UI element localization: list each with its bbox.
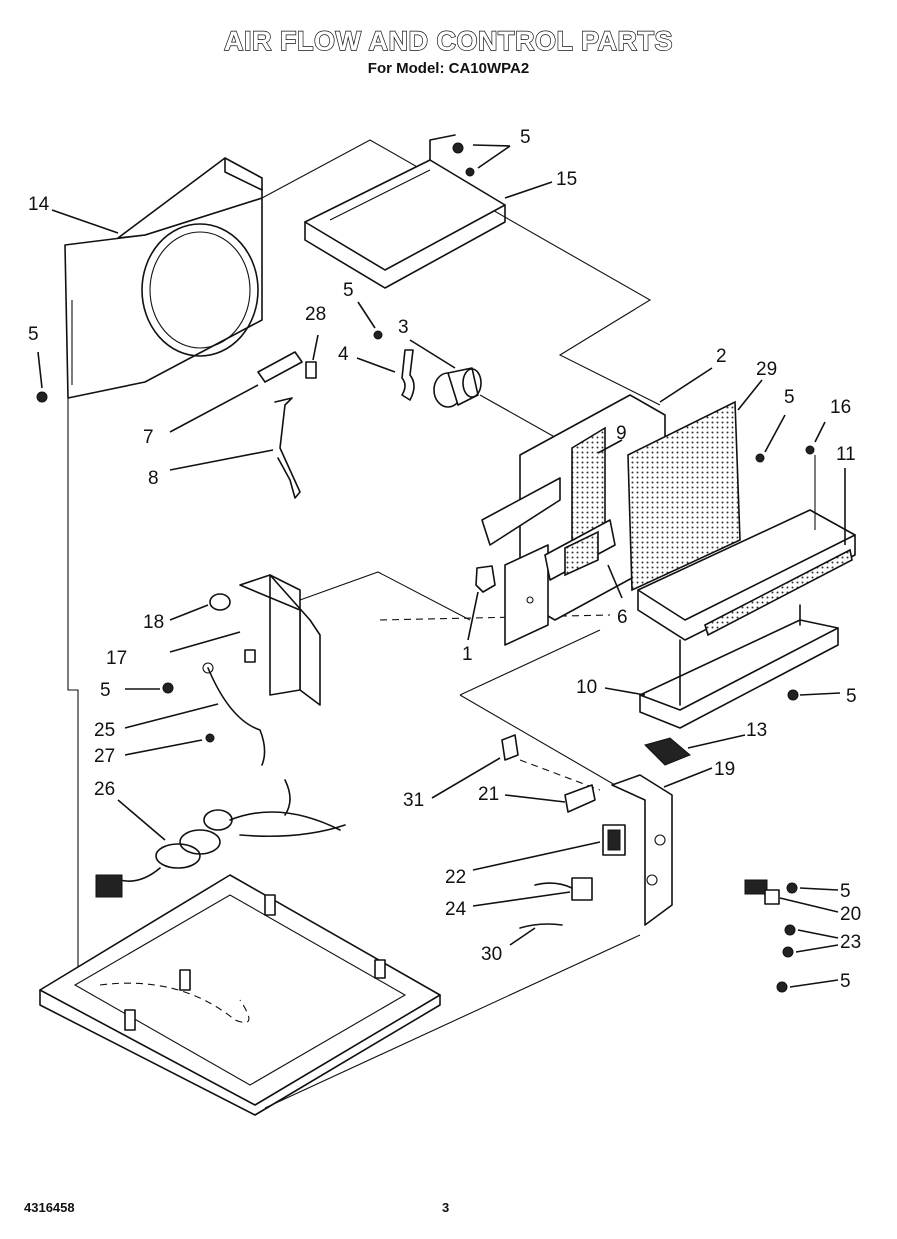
part-15-air-deflector-tray bbox=[304, 134, 506, 289]
part-14-fan-shroud bbox=[64, 157, 263, 399]
callout-29: 29 bbox=[756, 359, 777, 380]
callout-25: 25 bbox=[94, 720, 115, 741]
callout-30: 30 bbox=[481, 944, 502, 965]
part-21-actuator bbox=[564, 784, 596, 813]
part-1-clip bbox=[475, 565, 496, 593]
model-subtitle: For Model: CA10WPA2 bbox=[367, 60, 530, 77]
screw-icon bbox=[782, 946, 794, 958]
part-8-damper-rod bbox=[274, 397, 301, 499]
part-4-capacitor-strap bbox=[401, 349, 415, 401]
callout-24: 24 bbox=[445, 899, 467, 920]
part-3-capacitor bbox=[433, 367, 561, 441]
callout-13: 13 bbox=[746, 720, 767, 741]
document-number: 4316458 bbox=[24, 1200, 75, 1215]
part-13-pad bbox=[644, 737, 691, 766]
screw-icon bbox=[452, 142, 464, 154]
callout-31: 31 bbox=[403, 790, 424, 811]
callout-3: 3 bbox=[398, 317, 409, 338]
callout-28: 28 bbox=[305, 304, 326, 325]
part-31-clip bbox=[501, 734, 519, 761]
part-20-knob bbox=[744, 879, 780, 905]
callout-5-ctrl1: 5 bbox=[840, 881, 851, 902]
callout-10: 10 bbox=[576, 677, 597, 698]
part-24-thermostat bbox=[534, 877, 593, 901]
callout-5-left: 5 bbox=[28, 324, 39, 345]
screw-fasteners bbox=[36, 142, 815, 993]
part-17-baffle bbox=[239, 574, 321, 706]
part-6-filter-bracket bbox=[544, 519, 616, 581]
part-11-base-pan bbox=[637, 455, 856, 641]
part-26-power-cord bbox=[95, 779, 346, 898]
screw-icon bbox=[784, 924, 796, 936]
screw-icon bbox=[36, 391, 48, 403]
part-29-filter bbox=[627, 400, 741, 592]
part-7-bracket bbox=[257, 351, 317, 383]
callout-23: 23 bbox=[840, 932, 861, 953]
callout-5-top: 5 bbox=[520, 127, 531, 148]
callout-11: 11 bbox=[836, 444, 856, 465]
screw-icon bbox=[162, 682, 174, 694]
part-19-control-bracket bbox=[611, 774, 673, 926]
callout-5-ctrl2: 5 bbox=[840, 971, 851, 992]
part-18-grommet bbox=[209, 593, 231, 611]
screw-icon bbox=[373, 330, 383, 340]
callout-27: 27 bbox=[94, 746, 115, 767]
screw-icon bbox=[755, 453, 765, 463]
callout-4: 4 bbox=[338, 344, 349, 365]
callout-5-wire: 5 bbox=[100, 680, 111, 701]
screw-icon bbox=[786, 882, 798, 894]
page-title: AIR FLOW AND CONTROL PARTS bbox=[223, 25, 673, 56]
callout-22: 22 bbox=[445, 867, 466, 888]
screw-icon bbox=[787, 689, 799, 701]
callout-1: 1 bbox=[462, 644, 473, 665]
callout-26: 26 bbox=[94, 779, 115, 800]
callout-21: 21 bbox=[478, 784, 499, 805]
callout-16: 16 bbox=[830, 397, 851, 418]
part-10-drain-channel bbox=[639, 604, 839, 729]
part-22-switch bbox=[602, 824, 626, 856]
callout-8: 8 bbox=[148, 468, 159, 489]
callout-2: 2 bbox=[716, 346, 727, 367]
screw-icon bbox=[805, 445, 815, 455]
callout-19: 19 bbox=[714, 759, 735, 780]
callout-20: 20 bbox=[840, 904, 861, 925]
callout-14: 14 bbox=[28, 194, 50, 215]
part-30-sensor-tube bbox=[519, 923, 563, 929]
callout-15: 15 bbox=[556, 169, 577, 190]
callout-18: 18 bbox=[143, 612, 164, 633]
assembly-guide-lines bbox=[67, 139, 661, 1109]
callout-6: 6 bbox=[617, 607, 628, 628]
callout-leaders bbox=[37, 144, 846, 988]
callout-labels: 14 5 15 5 28 3 4 5 2 29 5 16 11 9 7 8 6 … bbox=[28, 127, 861, 992]
part-25-wire-harness bbox=[202, 662, 266, 766]
callout-5-mid: 5 bbox=[784, 387, 795, 408]
screw-icon bbox=[776, 981, 788, 993]
screw-icon bbox=[205, 733, 215, 743]
callout-7: 7 bbox=[143, 427, 154, 448]
callout-5-bracket: 5 bbox=[343, 280, 354, 301]
base-pan bbox=[39, 874, 441, 1116]
screw-icon bbox=[465, 167, 475, 177]
page-number: 3 bbox=[442, 1200, 450, 1215]
callout-17: 17 bbox=[106, 648, 127, 669]
callout-9: 9 bbox=[616, 423, 627, 444]
callout-5-right: 5 bbox=[846, 686, 857, 707]
